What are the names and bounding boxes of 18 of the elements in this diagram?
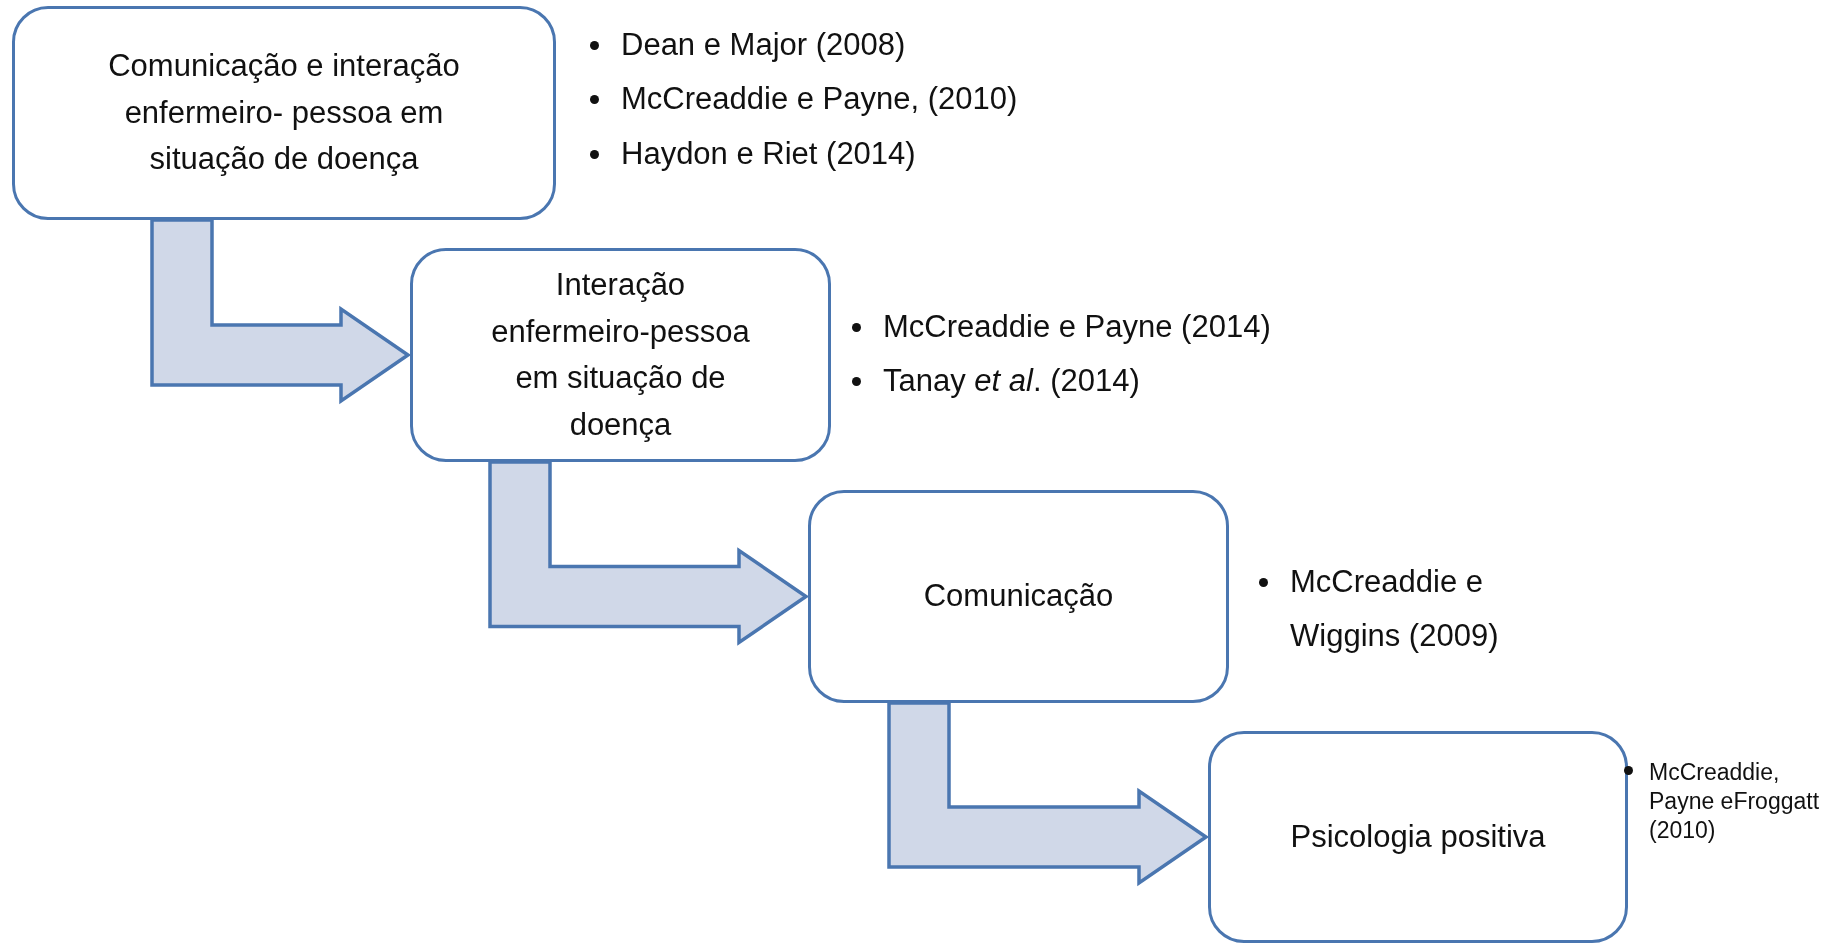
reference-text: McCreaddie e Payne, (2010) — [621, 80, 1018, 119]
reference-text: McCreaddie e Wiggins (2009) — [1290, 563, 1500, 656]
box-text: Comunicação — [923, 577, 1114, 616]
rounded-box — [410, 248, 831, 462]
box-text: Psicologia positiva — [1290, 817, 1546, 856]
box-text: Interação enfermeiro-pessoa em situação de doença — [490, 266, 751, 444]
reference-text: Haydon e Riet (2014) — [621, 134, 916, 173]
box-text: Comunicação e interação enfermeiro- pessoa em situação de doença — [107, 47, 461, 179]
reference-text: McCreaddie, Payne eFroggatt (2010) — [1649, 758, 1821, 845]
rounded-box — [808, 490, 1229, 703]
bent-arrow — [488, 460, 810, 646]
bent-arrow — [887, 701, 1210, 887]
rounded-box — [1208, 731, 1628, 943]
reference-text: Tanay et al. (2014) — [883, 362, 1140, 401]
rounded-box — [12, 6, 556, 220]
bent-arrow — [150, 218, 412, 405]
reference-text: McCreaddie e Payne (2014) — [883, 308, 1271, 346]
reference-text: Dean e Major (2008) — [621, 26, 906, 64]
